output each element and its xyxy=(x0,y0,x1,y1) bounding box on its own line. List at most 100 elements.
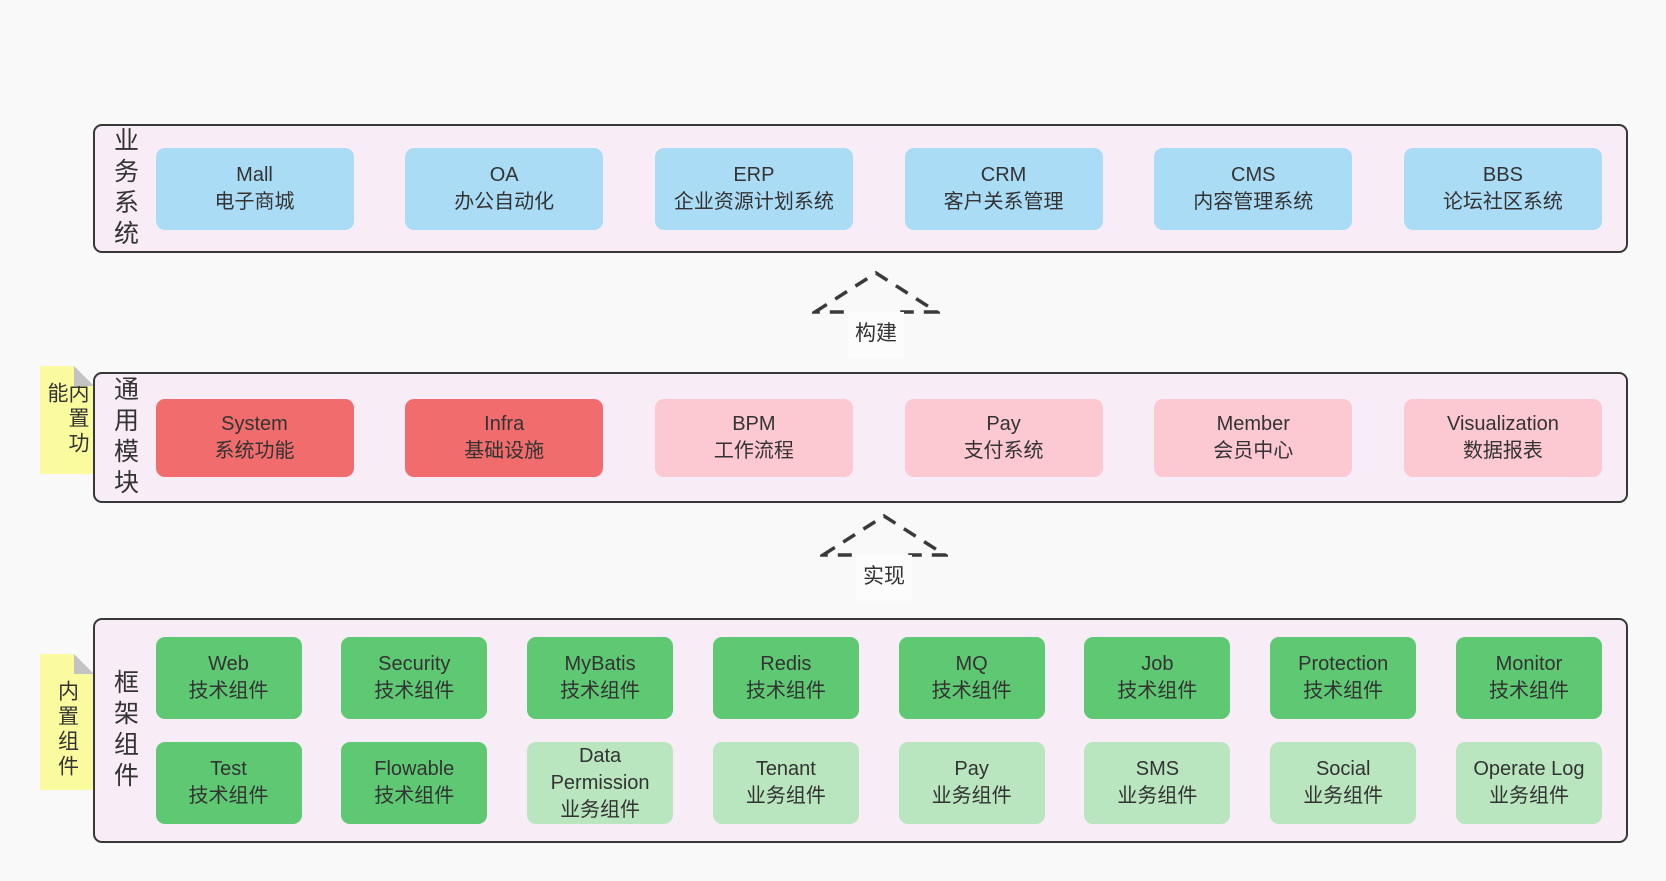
box-title: Monitor xyxy=(1495,653,1563,675)
box-subtitle: 业务组件 xyxy=(745,785,826,807)
box-subtitle: 系统功能 xyxy=(214,439,295,462)
box-subtitle: 业务组件 xyxy=(931,785,1012,807)
box-bbs: BBS 论坛社区系统 xyxy=(1403,147,1602,230)
box-title: CRM xyxy=(980,163,1027,186)
box-web: Web 技术组件 xyxy=(155,637,302,719)
components-grid: Web 技术组件 Security 技术组件 MyBatis 技术组件 Redi… xyxy=(138,620,1627,841)
box-subtitle: 技术组件 xyxy=(374,680,455,702)
box-monitor: Monitor 技术组件 xyxy=(1455,637,1602,719)
box-subtitle: 支付系统 xyxy=(963,439,1044,462)
box-oa: OA 办公自动化 xyxy=(405,147,604,230)
box-title: Mall xyxy=(236,163,273,186)
box-title: Flowable xyxy=(374,758,455,780)
implement-arrow-label: 实现 xyxy=(856,555,912,601)
box-title: ERP xyxy=(733,163,775,186)
box-subtitle: 技术组件 xyxy=(188,785,269,807)
box-subtitle: 技术组件 xyxy=(1303,680,1384,702)
components-row-2: Test 技术组件 Flowable 技术组件 Data Permission … xyxy=(155,742,1603,824)
modules-box-row: System 系统功能 Infra 基础设施 BPM 工作流程 Pay 支付系统… xyxy=(138,374,1627,501)
box-subtitle: 业务组件 xyxy=(1303,785,1384,807)
box-title: BBS xyxy=(1482,163,1523,186)
box-cms: CMS 内容管理系统 xyxy=(1154,147,1353,230)
sticky-note-builtin-components: 内置组件 xyxy=(40,654,94,790)
box-erp: ERP 企业资源计划系统 xyxy=(654,147,853,230)
box-subtitle: 企业资源计划系统 xyxy=(673,190,834,213)
box-title: MyBatis xyxy=(564,653,636,675)
box-mq: MQ 技术组件 xyxy=(898,637,1045,719)
box-title: Member xyxy=(1216,412,1290,435)
box-title: Job xyxy=(1141,653,1174,675)
box-mall: Mall 电子商城 xyxy=(155,147,354,230)
section-label-components: 框架组件 xyxy=(110,668,139,793)
box-subtitle: 技术组件 xyxy=(1117,680,1198,702)
box-title: Tenant xyxy=(755,758,816,780)
box-flowable: Flowable 技术组件 xyxy=(341,742,488,824)
box-title: Redis xyxy=(760,653,812,675)
box-data-permission: Data Permission 业务组件 xyxy=(527,742,674,824)
components-row-1: Web 技术组件 Security 技术组件 MyBatis 技术组件 Redi… xyxy=(155,637,1603,719)
box-subtitle: 论坛社区系统 xyxy=(1442,190,1563,213)
box-bpm: BPM 工作流程 xyxy=(654,398,853,477)
box-title: SMS xyxy=(1135,758,1180,780)
box-test: Test 技术组件 xyxy=(155,742,302,824)
box-subtitle: 技术组件 xyxy=(188,680,269,702)
business-systems-section: 业务系统 Mall 电子商城 OA 办公自动化 ERP 企业资源计划系统 CRM… xyxy=(93,124,1628,253)
box-subtitle: 基础设施 xyxy=(464,439,545,462)
box-job: Job 技术组件 xyxy=(1084,637,1231,719)
box-member: Member 会员中心 xyxy=(1154,398,1353,477)
box-subtitle: 业务组件 xyxy=(1488,785,1569,807)
box-pay-biz: Pay 业务组件 xyxy=(898,742,1045,824)
box-mybatis: MyBatis 技术组件 xyxy=(527,637,674,719)
box-subtitle: 技术组件 xyxy=(745,680,826,702)
implement-arrow: 实现 xyxy=(820,513,948,601)
section-label-modules: 通用模块 xyxy=(110,375,139,500)
box-title: Visualization xyxy=(1446,412,1559,435)
sticky-note-label: 内置组件 xyxy=(55,680,79,780)
box-redis: Redis 技术组件 xyxy=(712,637,859,719)
box-security: Security 技术组件 xyxy=(341,637,488,719)
box-title: Pay xyxy=(954,758,989,780)
box-social: Social 业务组件 xyxy=(1270,742,1417,824)
box-subtitle: 技术组件 xyxy=(374,785,455,807)
box-subtitle: 办公自动化 xyxy=(454,190,555,213)
box-subtitle: 业务组件 xyxy=(560,798,641,821)
box-sms: SMS 业务组件 xyxy=(1084,742,1231,824)
box-title: Operate Log xyxy=(1473,758,1585,780)
box-subtitle: 客户关系管理 xyxy=(943,190,1064,213)
box-operate-log: Operate Log 业务组件 xyxy=(1455,742,1602,824)
box-tenant: Tenant 业务组件 xyxy=(712,742,859,824)
box-subtitle: 数据报表 xyxy=(1462,439,1543,462)
box-protection: Protection 技术组件 xyxy=(1270,637,1417,719)
box-title: Data Permission xyxy=(550,744,650,794)
box-system: System 系统功能 xyxy=(155,398,354,477)
box-title: System xyxy=(221,412,288,435)
box-visualization: Visualization 数据报表 xyxy=(1403,398,1602,477)
business-box-row: Mall 电子商城 OA 办公自动化 ERP 企业资源计划系统 CRM 客户关系… xyxy=(138,126,1627,251)
box-subtitle: 内容管理系统 xyxy=(1193,190,1314,213)
box-title: Protection xyxy=(1298,653,1389,675)
box-pay: Pay 支付系统 xyxy=(904,398,1103,477)
section-label-business: 业务系统 xyxy=(110,126,139,251)
box-subtitle: 业务组件 xyxy=(1117,785,1198,807)
build-arrow: 构建 xyxy=(812,270,940,358)
box-title: Test xyxy=(210,758,247,780)
box-title: Pay xyxy=(986,412,1021,435)
box-title: BPM xyxy=(732,412,776,435)
box-title: Social xyxy=(1315,758,1371,780)
box-crm: CRM 客户关系管理 xyxy=(904,147,1103,230)
box-title: Security xyxy=(378,653,451,675)
sticky-note-label: 内置功能 xyxy=(45,382,89,457)
box-title: Infra xyxy=(484,412,525,435)
framework-components-section: 框架组件 Web 技术组件 Security 技术组件 MyBatis 技术组件… xyxy=(93,618,1628,843)
common-modules-section: 通用模块 System 系统功能 Infra 基础设施 BPM 工作流程 Pay… xyxy=(93,372,1628,503)
box-subtitle: 会员中心 xyxy=(1213,439,1294,462)
box-subtitle: 工作流程 xyxy=(713,439,794,462)
box-title: OA xyxy=(489,163,519,186)
box-title: CMS xyxy=(1231,163,1276,186)
box-subtitle: 技术组件 xyxy=(560,680,641,702)
box-title: MQ xyxy=(955,653,988,675)
box-title: Web xyxy=(208,653,249,675)
sticky-note-builtin-features: 内置功能 xyxy=(40,366,94,474)
box-subtitle: 技术组件 xyxy=(1488,680,1569,702)
